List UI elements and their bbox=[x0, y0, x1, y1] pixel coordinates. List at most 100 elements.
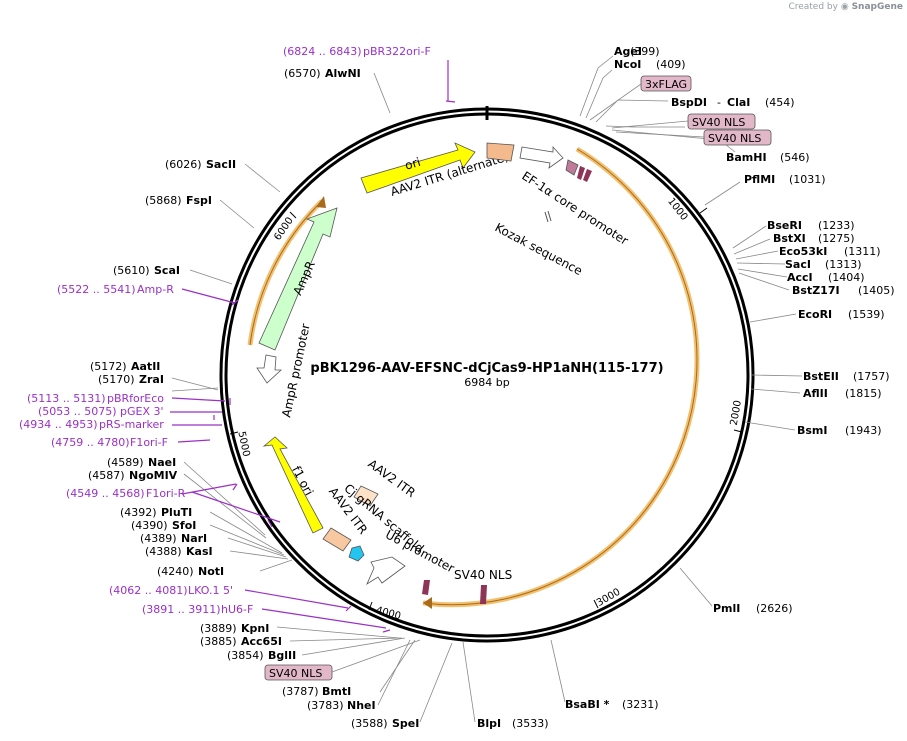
enzyme-kpni: KpnI bbox=[241, 622, 269, 635]
enzyme-pflmi-pos: (1031) bbox=[789, 173, 826, 186]
enzyme-ncoI-pos: (409) bbox=[656, 58, 686, 71]
enzyme-bamhi: BamHI bbox=[726, 151, 767, 164]
enzyme-bstxi-pos: (1275) bbox=[818, 232, 855, 245]
sv40-nls-mark-right bbox=[480, 585, 487, 604]
primer-f1ori-r-range: (4549 .. 4568) bbox=[66, 487, 145, 500]
primer-lko1: LKO.1 5' bbox=[188, 584, 233, 597]
tick-label-5000: 5000 bbox=[235, 431, 251, 458]
snapgene-logo-icon: ◉ bbox=[840, 2, 849, 12]
enzyme-bamhi-pos: (546) bbox=[780, 151, 810, 164]
aav2-itr-box-2 bbox=[322, 527, 352, 552]
enzyme-eco53ki: Eco53kI bbox=[779, 245, 827, 258]
enzyme-pluti: PluTI bbox=[161, 506, 192, 519]
ef1a-promoter-arrow bbox=[519, 145, 564, 169]
enzyme-nari-pos: (4389) bbox=[140, 532, 177, 545]
ampr-promoter-arrow bbox=[256, 354, 283, 384]
enzyme-clai-pos: (454) bbox=[765, 96, 795, 109]
ampr-promoter-label: AmpR promoter bbox=[279, 322, 313, 418]
enzyme-alwni-pos: (6570) bbox=[284, 67, 321, 80]
enzyme-spei: SpeI bbox=[392, 717, 419, 730]
enzyme-fspi-pos: (5868) bbox=[145, 194, 182, 207]
enzyme-ncoI: NcoI bbox=[614, 58, 641, 71]
enzyme-nari: NarI bbox=[181, 532, 207, 545]
primer-labels: (6824 .. 6843) pBR322ori-F (5522 .. 5541… bbox=[19, 45, 431, 616]
credit-prefix: Created by bbox=[788, 2, 838, 12]
enzyme-bglii: BglII bbox=[268, 649, 296, 662]
enzyme-ageI: AgeI bbox=[614, 45, 642, 58]
primer-marks bbox=[170, 60, 456, 633]
enzyme-eco53ki-pos: (1311) bbox=[844, 245, 881, 258]
sv40-nls-arrow-2 bbox=[577, 166, 585, 180]
primer-pbr322ori-f-range: (6824 .. 6843) bbox=[283, 45, 362, 58]
enzyme-bsabi: BsaBI * bbox=[565, 698, 610, 711]
enzyme-ecori-pos: (1539) bbox=[848, 308, 885, 321]
primer-amp-r: Amp-R bbox=[137, 283, 174, 296]
enzyme-bstz17i: BstZ17I bbox=[792, 284, 840, 297]
enzyme-noti-pos: (4240) bbox=[157, 565, 194, 578]
enzyme-zrai: ZraI bbox=[139, 373, 164, 386]
enzyme-scai-pos: (5610) bbox=[113, 264, 150, 277]
enzyme-aatii-pos: (5172) bbox=[90, 360, 127, 373]
enzyme-scai: ScaI bbox=[154, 264, 180, 277]
cj-grna-scaffold-arrow bbox=[348, 545, 365, 562]
plasmid-size: 6984 bp bbox=[464, 376, 509, 389]
u6-promoter-arrow bbox=[366, 556, 406, 586]
plasmid-title: pBK1296-AAV-EFSNC-dCjCas9-HP1aNH(115-177… bbox=[310, 361, 663, 376]
enzyme-blpi-pos: (3533) bbox=[512, 717, 549, 730]
aav2-itr-box-1 bbox=[353, 485, 379, 507]
enzyme-pluti-pos: (4392) bbox=[120, 506, 157, 519]
enzyme-bseri: BseRI bbox=[767, 219, 802, 232]
enzyme-bglii-pos: (3854) bbox=[227, 649, 264, 662]
tick-2000: 2000 bbox=[729, 399, 744, 433]
enzyme-bspdi: BspDI bbox=[671, 96, 707, 109]
tick-4000: 4000 bbox=[368, 601, 402, 622]
enzyme-kasi: KasI bbox=[186, 545, 213, 558]
boxed-labels: 3xFLAG SV40 NLS SV40 NLS SV40 NLS bbox=[264, 75, 772, 681]
enzyme-clai: ClaI bbox=[727, 96, 750, 109]
enzyme-saci-pos: (1313) bbox=[825, 258, 862, 271]
enzyme-acci-pos: (1404) bbox=[828, 271, 865, 284]
enzyme-pflmi: PflMI bbox=[744, 173, 775, 186]
primer-hu6-f-range: (3891 .. 3911) bbox=[142, 603, 221, 616]
enzyme-pmli: PmlI bbox=[713, 602, 740, 615]
orf-band-right-outline bbox=[422, 148, 698, 606]
sv40-nls-arrow-3 bbox=[583, 169, 592, 182]
enzyme-bsmi-pos: (1943) bbox=[845, 424, 882, 437]
ori-label: ori bbox=[403, 155, 422, 173]
ef1a-label: EF-1α core promoter bbox=[519, 169, 630, 248]
f1-ori-feature: f1 ori bbox=[262, 436, 324, 534]
enzyme-bsteii: BstEII bbox=[803, 370, 839, 383]
enzyme-ngomiv-pos: (4587) bbox=[88, 469, 125, 482]
aav2-itr-alternate-box bbox=[486, 142, 515, 162]
enzyme-naei: NaeI bbox=[148, 456, 176, 469]
enzyme-bsabi-pos: (3231) bbox=[622, 698, 659, 711]
enzyme-bseri-pos: (1233) bbox=[818, 219, 855, 232]
primer-hu6-f: hU6-F bbox=[221, 603, 253, 616]
enzyme-aflii-pos: (1815) bbox=[845, 387, 882, 400]
enzyme-ecori: EcoRI bbox=[798, 308, 832, 321]
enzyme-noti: NotI bbox=[198, 565, 224, 578]
primer-f1ori-f: F1ori-F bbox=[130, 436, 168, 449]
label-sv40-nls-2: SV40 NLS bbox=[708, 132, 761, 145]
credit: Created by ◉ SnapGene bbox=[788, 2, 903, 12]
primer-f1ori-r: F1ori-R bbox=[146, 487, 186, 500]
label-sv40-nls-1: SV40 NLS bbox=[692, 116, 745, 129]
enzyme-sfoi: SfoI bbox=[172, 519, 196, 532]
enzyme-zrai-pos: (5170) bbox=[98, 373, 135, 386]
enzyme-nhei: NheI bbox=[347, 699, 376, 712]
primer-amp-r-range: (5522 .. 5541) bbox=[57, 283, 136, 296]
kozak-label: Kozak sequence bbox=[493, 220, 585, 278]
enzyme-bmti: BmtI bbox=[322, 685, 351, 698]
enzyme-acc65i-pos: (3885) bbox=[200, 635, 237, 648]
enzyme-blpi: BlpI bbox=[477, 717, 501, 730]
enzyme-bstxi: BstXI bbox=[773, 232, 806, 245]
sv40-nls-mark-left bbox=[422, 580, 430, 595]
primer-pbrforeco-range: (5113 .. 5131) bbox=[27, 392, 106, 405]
primer-pgex3-range: (5053 .. 5075) bbox=[38, 405, 117, 418]
primer-pgex3: pGEX 3' bbox=[120, 405, 164, 418]
enzyme-naei-pos: (4589) bbox=[107, 456, 144, 469]
sv40-nls-label: SV40 NLS bbox=[454, 568, 512, 582]
primer-pbrforeco: pBRforEco bbox=[107, 392, 164, 405]
label-3xflag: 3xFLAG bbox=[645, 78, 687, 91]
enzyme-sfoi-pos: (4390) bbox=[131, 519, 168, 532]
